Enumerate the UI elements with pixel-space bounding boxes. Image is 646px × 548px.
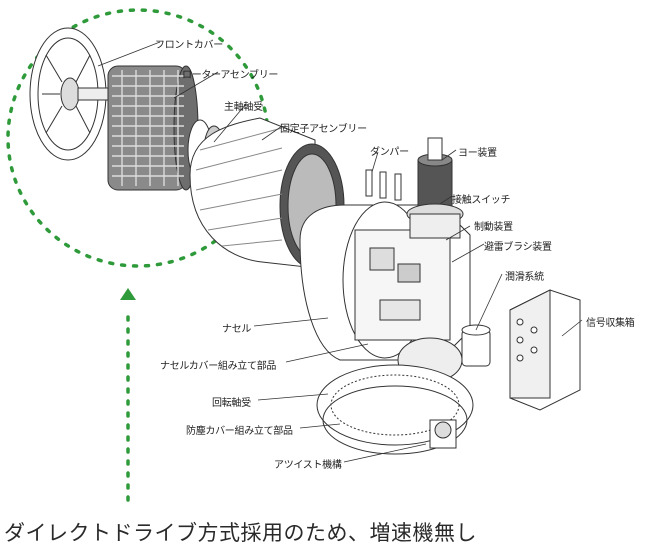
label-slewing-bearing: 回転軸受 [212,398,251,409]
dotted-arrow [120,288,136,502]
label-contact-switch: 接触スイッチ [452,195,511,206]
damper-part [365,169,402,201]
label-damper: ダンパー [370,147,409,158]
label-dust-cover: 防塵カバー組み立て部品 [186,426,293,437]
leader-lines [97,41,583,463]
lubrication-part [461,324,491,367]
label-rotor-assembly: ローターアセンブリー [182,70,279,81]
nacelle-part [299,201,471,383]
label-stator-assembly: 固定子アセンブリー [280,124,367,135]
label-signal-box: 信号収集箱 [586,318,635,329]
signal-box-part [509,289,581,411]
label-lightning-brush: 避雷ブラシ装置 [484,242,552,253]
label-front-cover: フロントカバー [155,40,223,51]
label-hoist: アツイスト機構 [274,460,342,471]
front-cover-part [29,27,109,161]
label-lubrication: 潤滑系統 [505,272,544,283]
label-brake-device: 制動装置 [474,222,513,233]
label-nacelle: ナセル [222,324,252,335]
label-yaw-device: ヨー装置 [458,148,497,159]
label-main-bearing: 主軸軸受 [224,102,263,113]
slewing-bearing-part [316,364,474,455]
rotor-assembly-part [107,65,199,191]
label-nacelle-cover: ナセルカバー組み立て部品 [160,361,277,372]
caption: ダイレクトドライブ方式採用のため、増速機無し [4,521,477,545]
hoist-part [429,419,457,449]
yaw-device-part [406,137,464,239]
